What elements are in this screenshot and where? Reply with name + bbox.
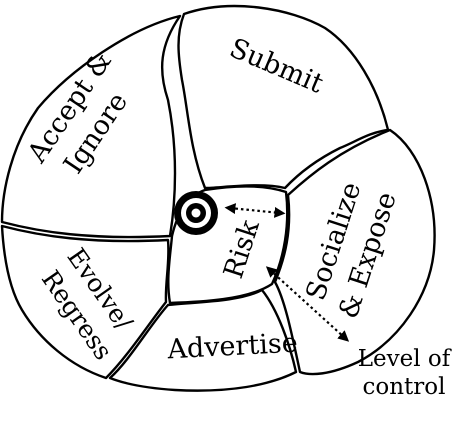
dotted-arrow-level-of-control [265, 266, 350, 342]
segment-evolve-regress [0, 224, 170, 380]
segment-advertise [108, 288, 298, 392]
label-level-of-control-line2: control [363, 374, 446, 400]
segment-submit [177, 4, 390, 190]
label-level-of-control-line1: Level of [358, 346, 452, 372]
label-advertise: Advertise [166, 328, 299, 366]
bullseye-target-icon [174, 191, 218, 235]
segment-accept-ignore [0, 14, 182, 239]
